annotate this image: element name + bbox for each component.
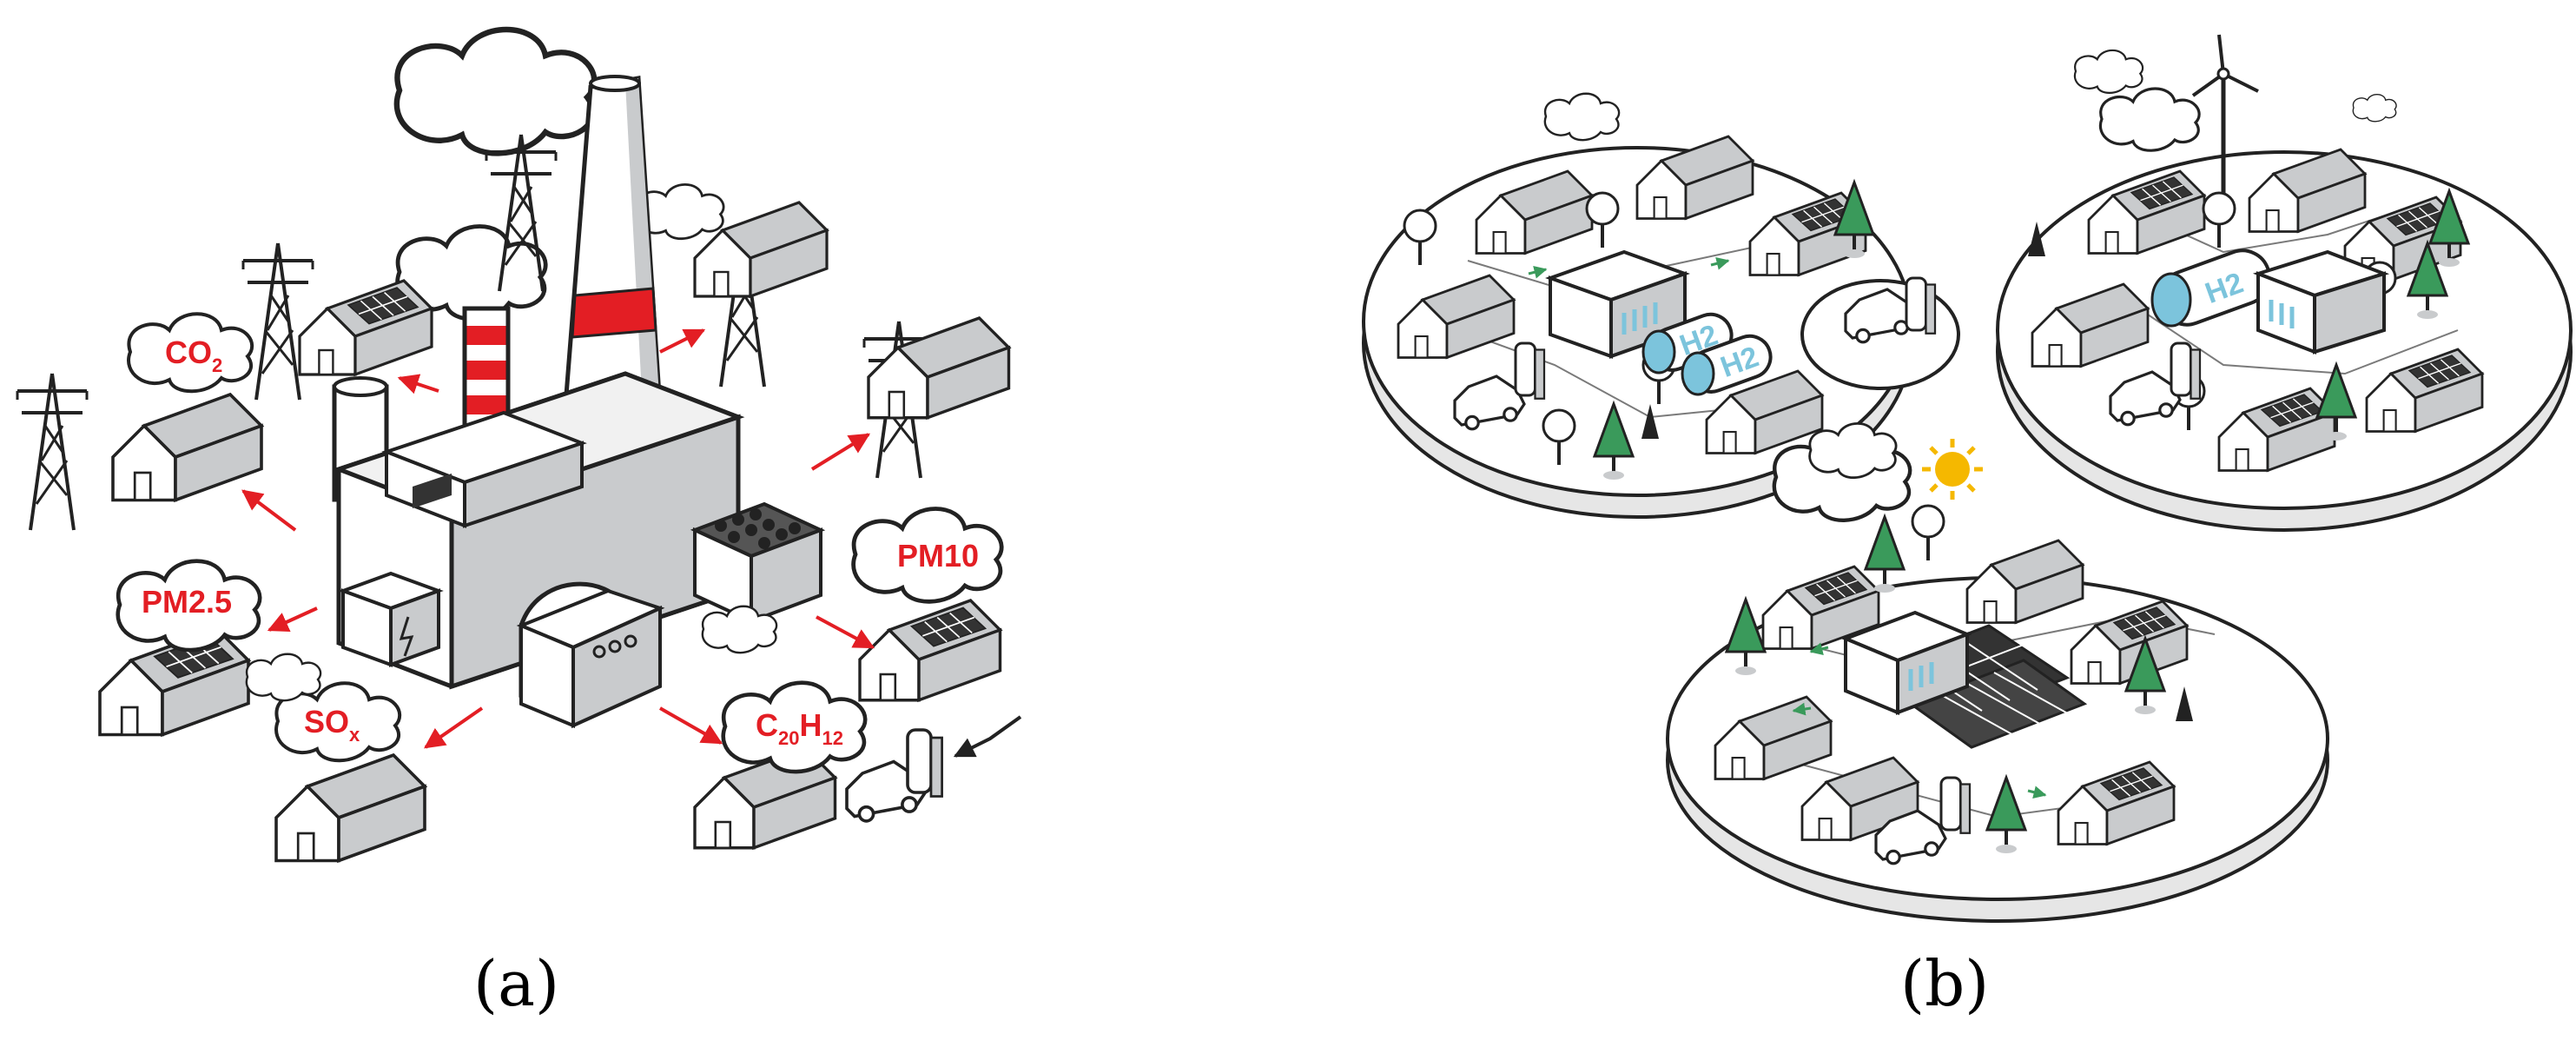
h2-tank-icon: H2 <box>2150 249 2271 328</box>
smoke-cloud-icon <box>397 30 594 153</box>
pollutant-pm25: PM2.5 <box>142 584 232 620</box>
sun-icon <box>1922 439 1983 500</box>
panel-label-b: (b) <box>1900 947 1990 1020</box>
pollutant-pm10: PM10 <box>897 538 979 573</box>
charger-icon <box>1514 341 1546 401</box>
charger-icon <box>2170 341 2202 401</box>
wind-turbine-icon <box>2191 34 2259 204</box>
panel-b-illustration: H2 H2 <box>1362 34 2573 923</box>
panel-a-illustration: CO2 PM2.5 SOx PM10 C20H12 <box>16 30 1022 863</box>
lightning-icon <box>399 616 414 657</box>
h2-tank-icon: H2 <box>1681 334 1773 396</box>
pollutant-sox: SOx <box>304 704 360 746</box>
charger-icon <box>1939 776 1972 835</box>
panel-label-a: (a) <box>473 947 560 1020</box>
charger-icon <box>906 728 944 799</box>
tree-icon <box>1864 515 1906 594</box>
power-pylon-icon <box>241 242 314 401</box>
power-pylon-icon <box>16 372 89 532</box>
charger-icon <box>1905 276 1937 335</box>
pollutant-c20h12: C20H12 <box>756 707 843 749</box>
pollutant-co2: CO2 <box>165 335 222 376</box>
